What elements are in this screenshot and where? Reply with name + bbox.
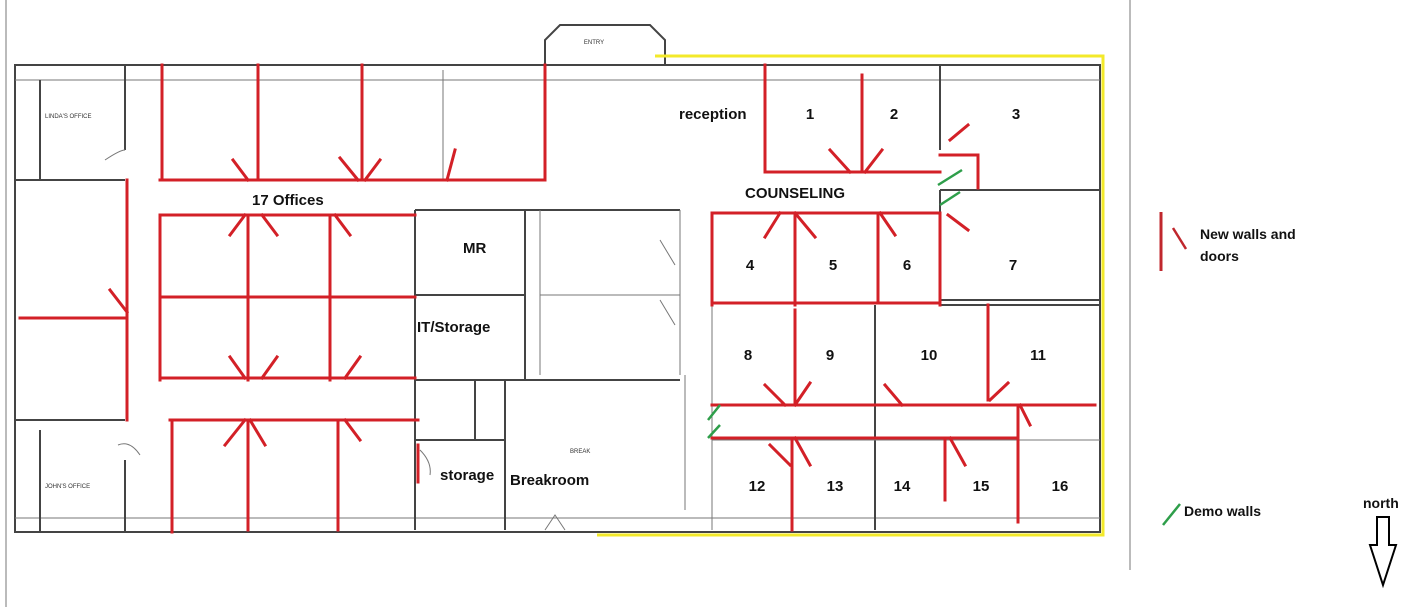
mr-label: MR bbox=[463, 240, 486, 257]
breakroom-label: Breakroom bbox=[510, 472, 589, 489]
johns-office-label: JOHN'S OFFICE bbox=[45, 484, 90, 490]
room-numbers: 1 2 3 4 5 6 7 8 9 10 11 12 13 14 15 16 bbox=[744, 106, 1069, 495]
new-walls bbox=[18, 63, 1097, 534]
room-5: 5 bbox=[829, 257, 837, 274]
demo-wall-swatch bbox=[1162, 503, 1181, 526]
room-4: 4 bbox=[746, 257, 755, 274]
room-3: 3 bbox=[1012, 106, 1020, 123]
legend: New walls and doors Demo walls north bbox=[1159, 212, 1399, 589]
demo-walls bbox=[707, 168, 963, 439]
room-10: 10 bbox=[921, 347, 938, 364]
legend-new-walls: New walls and bbox=[1200, 226, 1296, 242]
legend-new-walls-2: doors bbox=[1200, 248, 1239, 264]
reception-label: reception bbox=[679, 106, 747, 123]
existing-walls bbox=[14, 24, 1101, 533]
entry-label: ENTRY bbox=[584, 40, 604, 46]
room-11: 11 bbox=[1030, 347, 1046, 364]
room-16: 16 bbox=[1052, 478, 1069, 495]
room-6: 6 bbox=[903, 257, 911, 274]
break-label: BREAK bbox=[570, 449, 590, 455]
legend-demo-walls: Demo walls bbox=[1184, 503, 1261, 519]
room-1: 1 bbox=[806, 106, 814, 123]
counseling-label: COUNSELING bbox=[745, 185, 845, 202]
room-8: 8 bbox=[744, 347, 752, 364]
lindas-office-label: LINDA'S OFFICE bbox=[45, 114, 92, 120]
it-storage-label: IT/Storage bbox=[417, 319, 490, 336]
room-14: 14 bbox=[894, 478, 911, 495]
north-label: north bbox=[1363, 495, 1399, 511]
new-door-swatch bbox=[1171, 227, 1188, 250]
room-7: 7 bbox=[1009, 257, 1017, 274]
offices-17-label: 17 Offices bbox=[252, 192, 324, 209]
room-15: 15 bbox=[973, 478, 990, 495]
lease-boundary bbox=[597, 54, 1105, 537]
room-9: 9 bbox=[826, 347, 834, 364]
room-13: 13 bbox=[827, 478, 844, 495]
room-2: 2 bbox=[890, 106, 898, 123]
storage-label: storage bbox=[440, 467, 494, 484]
north-arrow-icon bbox=[1368, 516, 1398, 589]
room-12: 12 bbox=[749, 478, 766, 495]
